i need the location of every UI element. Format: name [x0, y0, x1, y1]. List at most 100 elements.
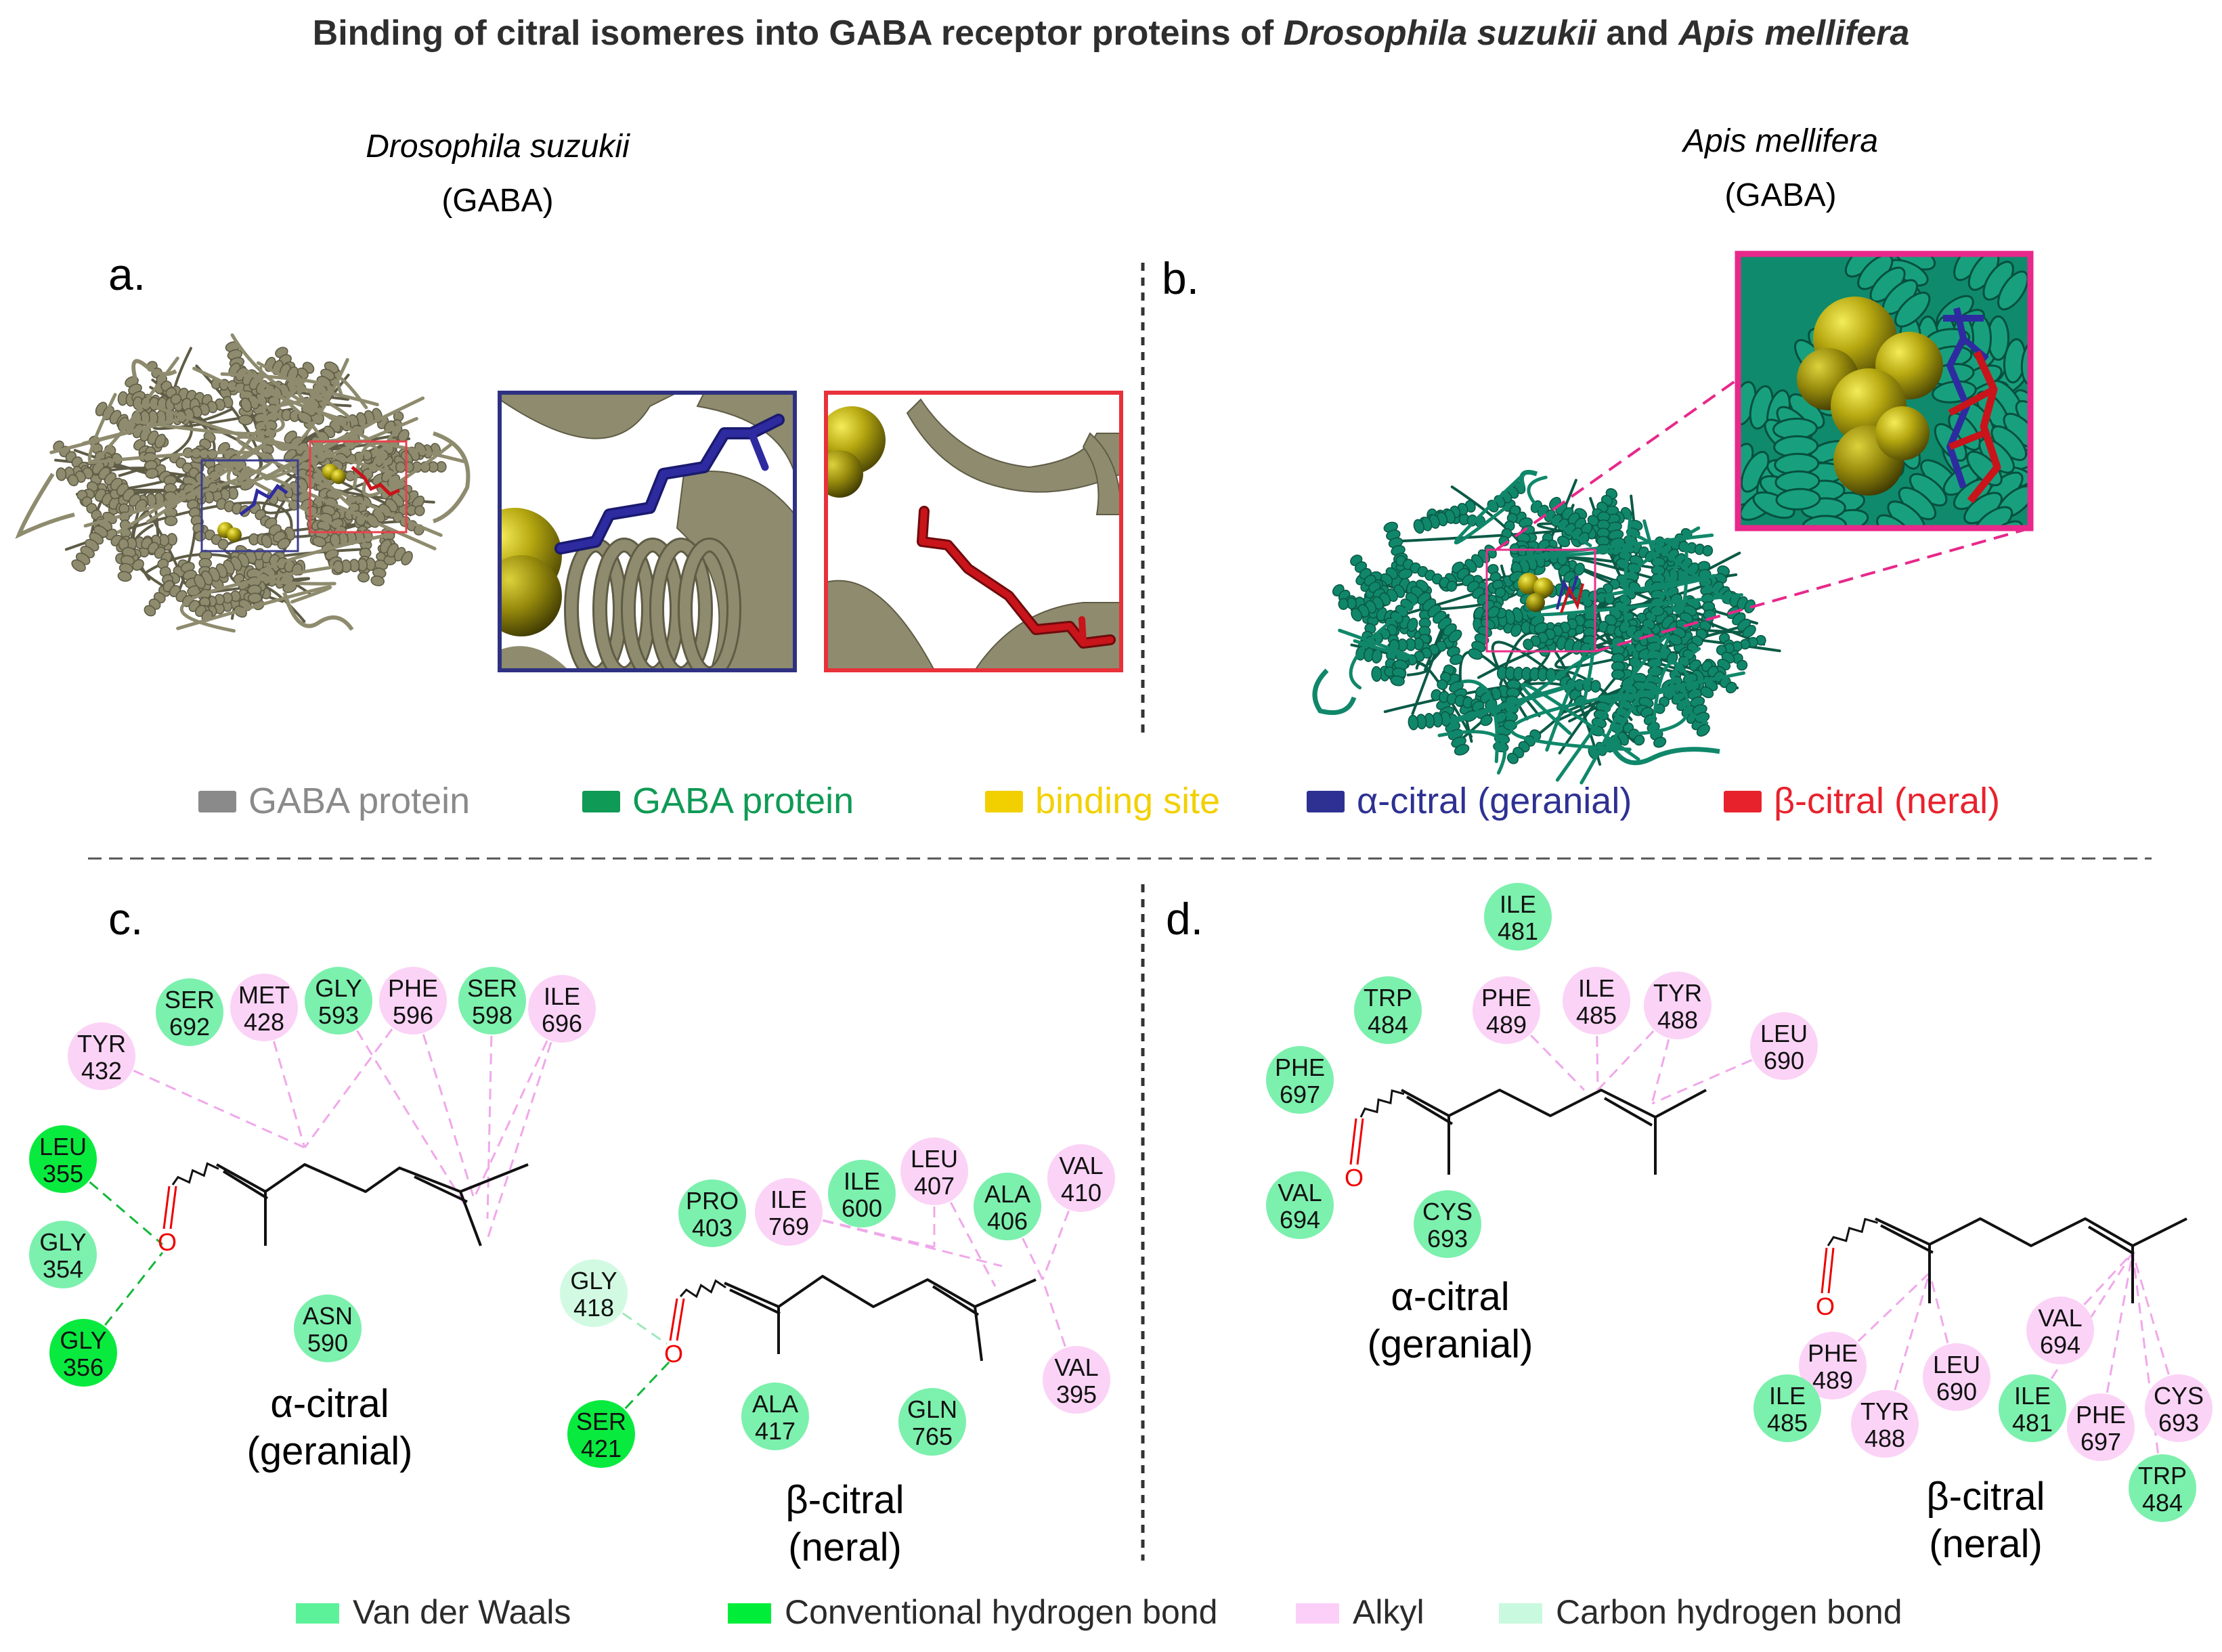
residue-name: PHE [1808, 1339, 1858, 1367]
legend-label: Carbon hydrogen bond [1556, 1593, 1902, 1631]
double-bond [669, 1298, 678, 1341]
residue-name: ILE [1769, 1382, 1806, 1410]
alpha-binding-box-small [200, 459, 299, 552]
residue-circle [294, 1295, 362, 1362]
residue-circle [1851, 1390, 1919, 1458]
residue-circle [560, 1259, 628, 1327]
residue-number: 481 [1498, 917, 1538, 945]
legend-label: Alkyl [1353, 1593, 1424, 1631]
residue-number: 395 [1056, 1381, 1097, 1408]
residue-number: 600 [842, 1194, 882, 1222]
residue-number: 356 [63, 1353, 104, 1381]
residue-number: 690 [1936, 1378, 1977, 1406]
molecule-bond [2132, 1217, 2187, 1247]
residue-circle [68, 1022, 135, 1090]
residue-circle [156, 978, 223, 1046]
residue-number: 421 [581, 1435, 622, 1462]
residue-number: 769 [768, 1213, 809, 1240]
double-bond [222, 1170, 269, 1200]
double-bond [2087, 1225, 2135, 1255]
residue-name: ALA [752, 1390, 798, 1418]
double-bond [1827, 1247, 1835, 1294]
zoom-connector-upper [1495, 378, 1739, 551]
residue-circle [974, 1173, 1041, 1240]
panel-c-letter: c. [108, 894, 143, 944]
double-bond [1356, 1118, 1364, 1165]
molecule-bond [1448, 1089, 1657, 1175]
residue-number: 403 [692, 1214, 733, 1242]
panel-a-species: Drosophila suzukii [366, 129, 630, 165]
molecule-bond [1401, 1089, 1450, 1175]
residue-number: 765 [912, 1422, 953, 1450]
apis-binding-box-small [1485, 548, 1596, 653]
residue-name: SER [165, 986, 215, 1014]
residue-number: 488 [1657, 1006, 1698, 1034]
molecule-c2-isomer: (neral) [788, 1525, 902, 1569]
residue-name: GLY [60, 1326, 106, 1354]
interaction-diagram-drosophila-alpha: OTYR432SER692MET428GLY593PHE596SER598ILE… [29, 967, 596, 1387]
residue-name: PHE [1275, 1053, 1325, 1081]
residue-number: 418 [573, 1294, 614, 1322]
residue-name: CYS [2154, 1382, 2204, 1410]
interaction-legend-item: Van der Waals [296, 1593, 571, 1631]
oxygen-atom: O [1816, 1292, 1835, 1320]
residue-number: 696 [542, 1009, 582, 1037]
residue-name: ILE [844, 1167, 880, 1195]
structure-legend-item: binding site [985, 781, 1220, 821]
residue-name: SER [576, 1408, 626, 1435]
residue-number: 596 [393, 1001, 433, 1029]
interaction-line [101, 1055, 305, 1149]
zoom-connector-lower [1594, 527, 2031, 653]
double-bond [729, 1288, 781, 1315]
residue-circle [678, 1179, 746, 1247]
residue-circle [1750, 1012, 1818, 1080]
residue-circle [1266, 1046, 1334, 1114]
interaction-line [2131, 1252, 2164, 1489]
structure-legend-item: GABA protein [582, 781, 854, 821]
panel-d-letter: d. [1166, 894, 1203, 944]
oxygen-atom: O [158, 1228, 177, 1256]
residue-name: ILE [544, 982, 580, 1010]
residue-name: TYR [77, 1030, 126, 1058]
residue-circle [29, 1125, 97, 1193]
structure-legend-item: α-citral (geranial) [1307, 781, 1632, 821]
residue-circle [900, 1137, 968, 1205]
residue-number: 417 [755, 1417, 796, 1445]
residue-circle [49, 1319, 117, 1387]
molecule-bond [264, 1163, 482, 1246]
wavy-bond [171, 1162, 219, 1186]
residue-circle [458, 967, 526, 1035]
residue-name: VAL [2038, 1304, 2082, 1332]
residue-circle [755, 1178, 823, 1246]
double-bond [1880, 1224, 1934, 1254]
double-bond [932, 1285, 980, 1316]
residue-number: 428 [244, 1008, 284, 1036]
residue-number: 485 [1576, 1001, 1617, 1029]
molecule-d1-isomer: (geranial) [1368, 1322, 1533, 1366]
residue-name: ILE [1500, 890, 1536, 918]
residue-name: LEU [1760, 1020, 1808, 1047]
double-bond [676, 1298, 685, 1341]
beta-zoom-view [824, 391, 1123, 672]
residue-number: 590 [307, 1329, 348, 1357]
residue-name: GLN [907, 1395, 957, 1423]
